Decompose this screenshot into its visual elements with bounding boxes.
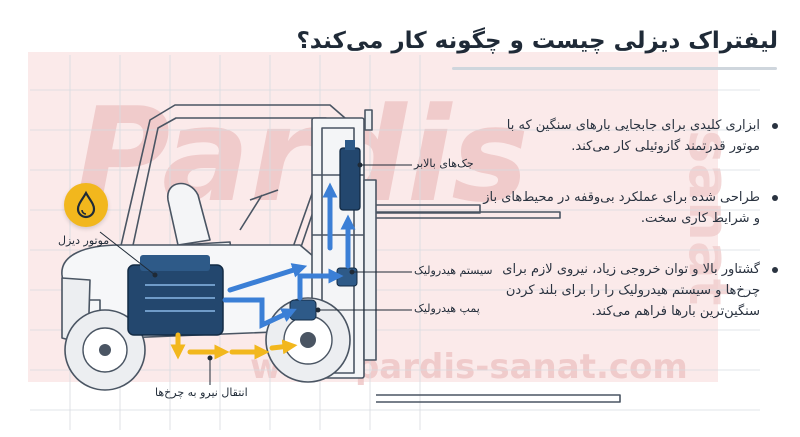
bullet-item: طراحی شده برای عملکرد بی‌وقفه در محیط‌ها…	[478, 187, 778, 229]
page-title: لیفتراک دیزلی چیست و چگونه کار می‌کند؟	[296, 28, 778, 54]
bullet-item: ابزاری کلیدی برای جابجایی بارهای سنگین ک…	[478, 115, 778, 157]
watermark-brand: Pardis	[75, 79, 529, 231]
watermark-sub: sanat	[676, 130, 741, 306]
bullet-list: ابزاری کلیدی برای جابجایی بارهای سنگین ک…	[478, 115, 778, 346]
label-hydraulic-pump: پمپ هیدرولیک	[414, 302, 480, 315]
rear-wheel	[64, 309, 146, 391]
label-diesel-engine: موتور دیزل	[58, 234, 110, 247]
diesel-engine	[127, 255, 224, 336]
leader-lines	[99, 162, 412, 385]
hydraulic-flow	[222, 182, 356, 329]
fuel-drop-icon	[64, 183, 108, 227]
lift-jack	[339, 140, 361, 211]
label-hydraulic-system: سیستم هیدرولیک	[414, 264, 493, 277]
title-underline	[452, 67, 777, 70]
bullet-item: گشتاور بالا و توان خروجی زیاد، نیروی لاز…	[478, 259, 778, 322]
power-flow	[170, 332, 298, 360]
label-power-transfer: انتقال نیرو به چرخ‌ها	[155, 386, 248, 399]
label-lift-jacks: جک‌های بالابر	[414, 157, 474, 170]
hydraulic-pump-unit	[289, 299, 317, 321]
